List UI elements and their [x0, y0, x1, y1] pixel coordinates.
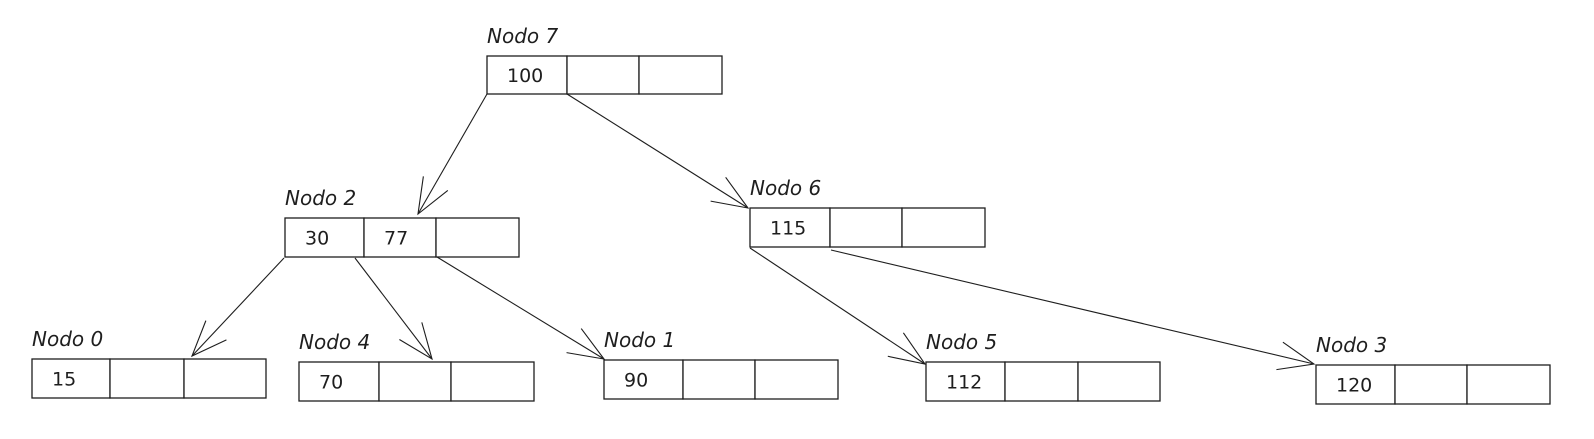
arrowhead-icon	[399, 322, 433, 361]
key-cell	[901, 207, 986, 248]
btree-nodo-5: Nodo 5 112	[925, 330, 1161, 402]
edge-nodo-2-to-nodo-1	[436, 256, 606, 360]
edge-line	[354, 257, 433, 360]
key-cell	[566, 55, 640, 95]
key-value: 90	[624, 370, 648, 392]
btree-nodo-7: Nodo 7 100	[486, 24, 723, 95]
arrowhead-icon	[190, 320, 227, 358]
arrowhead-icon	[887, 332, 927, 365]
edge-nodo-6-to-nodo-3	[830, 249, 1316, 371]
key-cell	[298, 361, 380, 402]
edge-nodo-7-to-nodo-2	[417, 93, 488, 216]
btree-nodo-2: Nodo 2 30 77	[284, 186, 520, 258]
btree-nodo-1: Nodo 1 90	[603, 328, 839, 400]
key-value: 112	[946, 372, 982, 394]
key-value: 120	[1336, 375, 1372, 397]
arrowhead-icon	[417, 176, 449, 216]
key-cell	[378, 361, 452, 402]
btree-nodo-0: Nodo 0 15	[31, 327, 267, 399]
btree-nodo-6: Nodo 6 115	[749, 176, 986, 248]
arrowhead-icon	[710, 176, 750, 209]
key-cell	[109, 358, 185, 399]
edge-line	[749, 247, 926, 365]
node-title: Nodo 5	[926, 330, 997, 354]
edge-line	[191, 257, 285, 357]
key-value: 15	[52, 369, 76, 391]
arrowhead-icon	[1276, 341, 1316, 371]
edge-line	[436, 256, 605, 360]
key-cell	[603, 359, 684, 400]
node-title: Nodo 1	[604, 328, 675, 352]
key-cell	[1394, 364, 1468, 405]
edge-nodo-2-to-nodo-0	[190, 257, 285, 358]
key-cell	[1466, 364, 1551, 405]
node-title: Nodo 3	[1316, 333, 1387, 357]
node-title: Nodo 6	[750, 176, 821, 200]
edge-nodo-2-to-nodo-4	[354, 257, 433, 361]
key-cell	[638, 55, 723, 95]
key-cell	[682, 359, 756, 400]
edge-line	[830, 249, 1315, 365]
key-cell	[829, 207, 903, 248]
key-value: 100	[507, 65, 543, 87]
key-cell	[754, 359, 839, 400]
edge-line	[566, 93, 749, 209]
node-title: Nodo 0	[32, 327, 103, 351]
key-value: 115	[770, 218, 806, 240]
node-title: Nodo 2	[285, 186, 356, 210]
btree-nodo-4: Nodo 4 70	[298, 330, 535, 402]
edge-line	[417, 93, 488, 215]
key-cell	[1004, 361, 1079, 402]
edge-nodo-6-to-nodo-5	[749, 247, 927, 365]
arrowhead-icon	[566, 328, 606, 360]
btree-nodo-3: Nodo 3 120	[1315, 333, 1551, 405]
node-title: Nodo 4	[299, 330, 370, 354]
key-value: 30	[305, 228, 329, 250]
key-cell	[925, 361, 1006, 402]
key-cell	[1077, 361, 1161, 402]
key-cell	[450, 361, 535, 402]
node-title: Nodo 7	[487, 24, 558, 48]
edges-layer	[190, 93, 1316, 371]
key-cell	[435, 217, 520, 258]
key-cell	[183, 358, 267, 399]
edge-nodo-7-to-nodo-6	[566, 93, 750, 209]
key-value: 77	[384, 228, 408, 250]
key-value: 70	[319, 372, 343, 394]
